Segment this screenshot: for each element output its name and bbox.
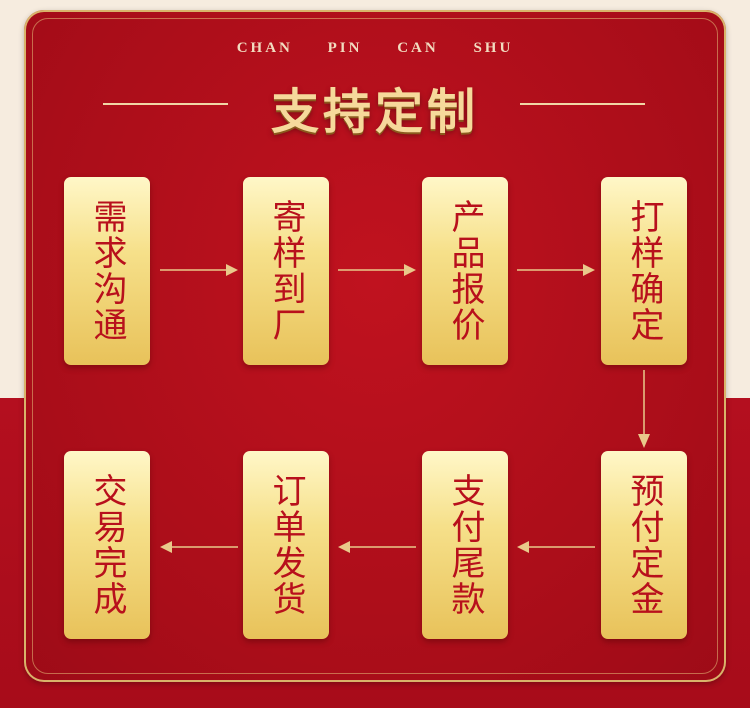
step-label: 订单发货 bbox=[266, 473, 306, 617]
step-label: 交易完成 bbox=[87, 473, 127, 617]
step-card-6: 支付尾款 bbox=[422, 451, 508, 639]
step-card-5: 预付定金 bbox=[601, 451, 687, 639]
pinyin-word: PIN bbox=[327, 40, 363, 56]
step-label: 寄样到厂 bbox=[266, 199, 306, 343]
step-card-7: 订单发货 bbox=[243, 451, 329, 639]
title-divider-right bbox=[520, 103, 645, 105]
arrow-left-icon bbox=[517, 540, 595, 554]
title-row: 支持定制 bbox=[0, 72, 750, 140]
page-title: 支持定制 bbox=[270, 84, 479, 140]
arrow-down-icon bbox=[637, 370, 651, 448]
step-card-3: 产品报价 bbox=[422, 177, 508, 365]
panel-inner-border bbox=[32, 18, 718, 674]
pinyin-word: CAN bbox=[397, 40, 439, 56]
step-card-1: 需求沟通 bbox=[64, 177, 150, 365]
step-label: 打样确定 bbox=[624, 199, 664, 343]
step-card-4: 打样确定 bbox=[601, 177, 687, 365]
step-label: 产品报价 bbox=[445, 199, 485, 343]
pinyin-subtitle: CHAN PIN CAN SHU bbox=[0, 40, 750, 57]
arrow-left-icon bbox=[338, 540, 416, 554]
step-label: 支付尾款 bbox=[445, 473, 485, 617]
step-label: 预付定金 bbox=[624, 473, 664, 617]
step-card-8: 交易完成 bbox=[64, 451, 150, 639]
arrow-left-icon bbox=[160, 540, 238, 554]
title-divider-left bbox=[103, 103, 228, 105]
step-card-2: 寄样到厂 bbox=[243, 177, 329, 365]
arrow-right-icon bbox=[338, 263, 416, 277]
step-label: 需求沟通 bbox=[87, 199, 127, 343]
arrow-right-icon bbox=[160, 263, 238, 277]
arrow-right-icon bbox=[517, 263, 595, 277]
pinyin-word: CHAN bbox=[236, 40, 293, 56]
pinyin-word: SHU bbox=[473, 40, 514, 56]
